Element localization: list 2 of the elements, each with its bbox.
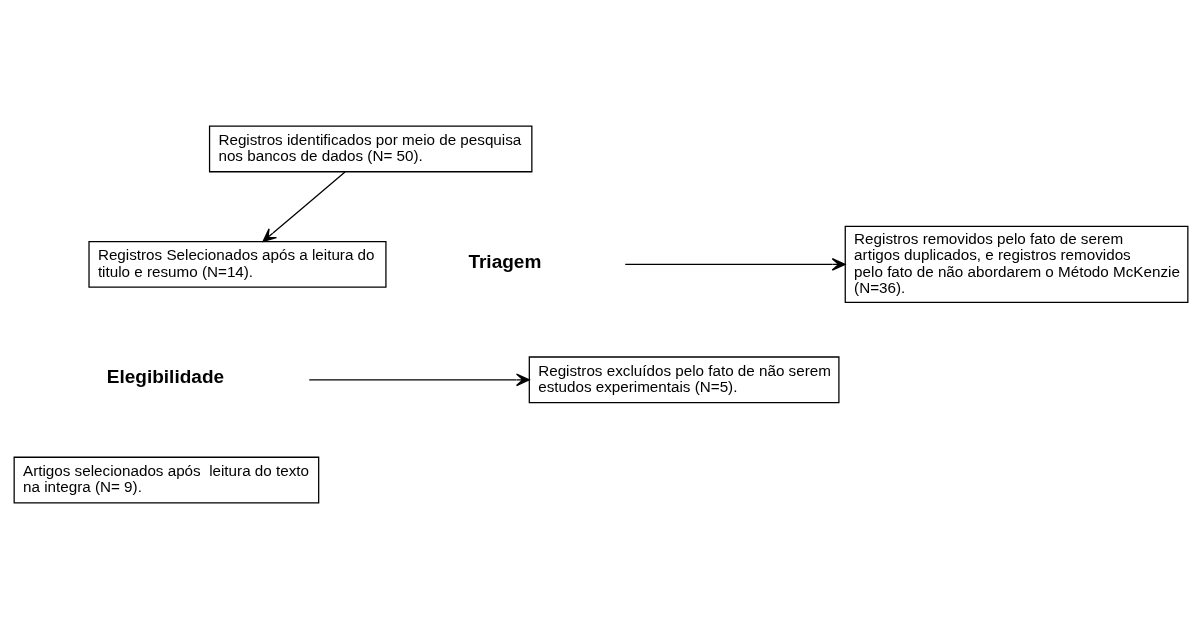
label: Triagem — [468, 250, 542, 272]
label: Elegibilidade — [106, 366, 225, 388]
